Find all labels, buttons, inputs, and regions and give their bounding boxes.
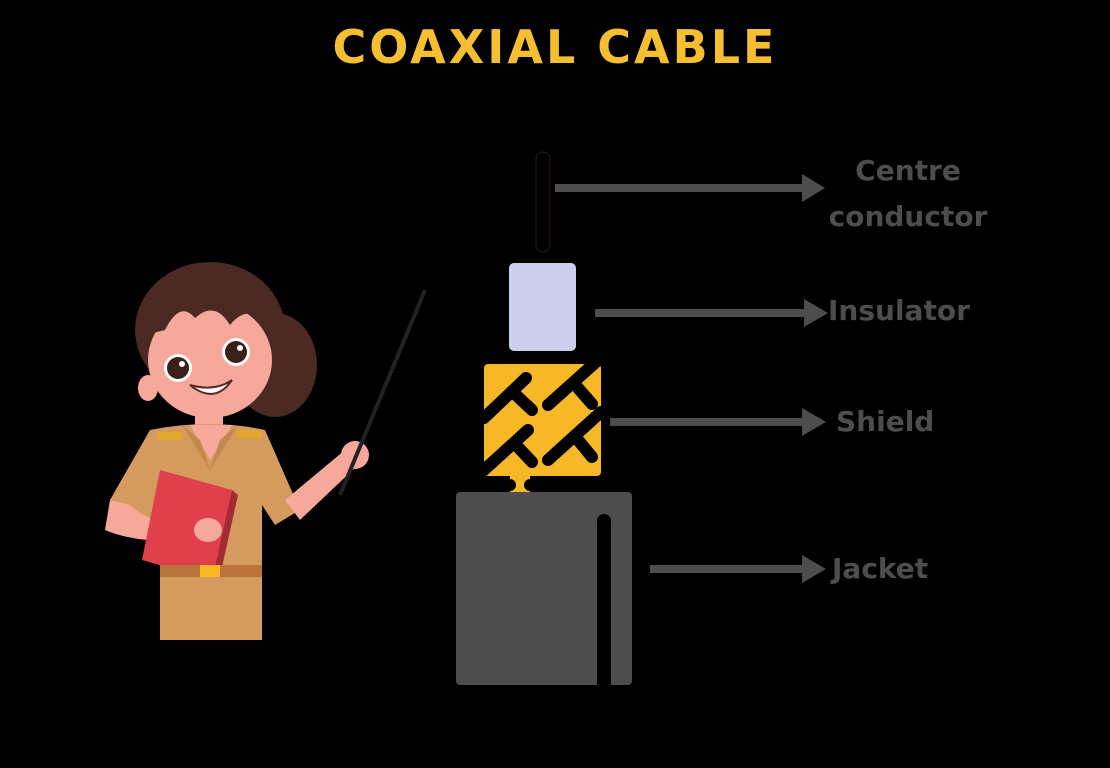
label-centre-conductor-line1: Centre xyxy=(855,154,961,187)
pointer-arrows xyxy=(555,174,828,583)
arrow-centre-conductor xyxy=(555,174,825,202)
label-insulator: Insulator xyxy=(828,294,970,327)
coaxial-cable-diagram xyxy=(448,151,642,690)
arrow-shield xyxy=(610,408,826,436)
centre-conductor-wire xyxy=(535,151,551,253)
shield-layer xyxy=(450,350,638,492)
diagram-title: COAXIAL CABLE xyxy=(332,20,778,74)
label-centre-conductor: Centre conductor xyxy=(812,148,1004,240)
arrow-jacket xyxy=(650,555,826,583)
label-centre-conductor-line2: conductor xyxy=(828,200,988,233)
teacher-illustration xyxy=(105,262,427,640)
jacket-layer xyxy=(448,478,642,690)
label-shield: Shield xyxy=(836,405,935,438)
arrow-insulator xyxy=(595,299,828,327)
label-jacket: Jacket xyxy=(832,552,929,585)
insulator-layer xyxy=(496,248,592,358)
